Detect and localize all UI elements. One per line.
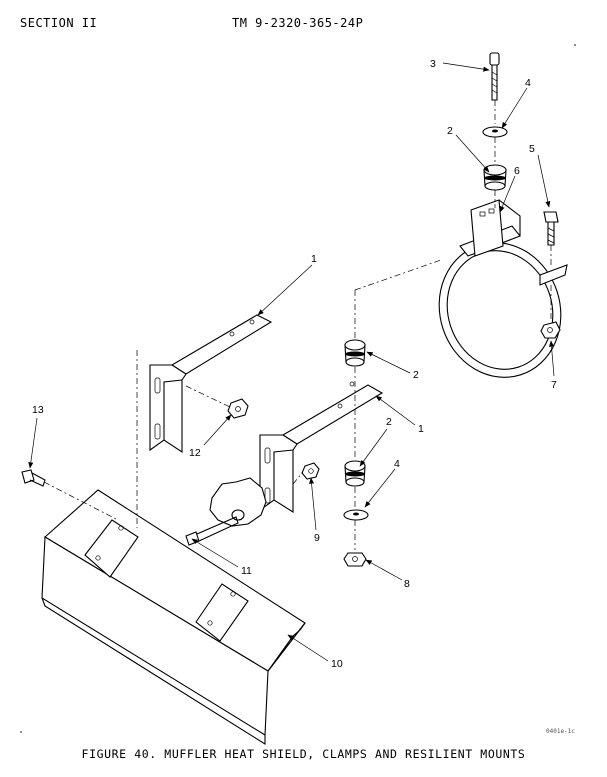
callout-7: 7 <box>551 379 557 391</box>
callout-11: 11 <box>241 565 252 577</box>
knob-11 <box>185 477 267 546</box>
bolt-3 <box>489 52 500 101</box>
alignment-lines <box>43 100 552 550</box>
section-label: SECTION II <box>20 16 98 30</box>
washer-4-top <box>482 126 508 138</box>
tm-number: TM 9-2320-365-24P <box>232 16 364 30</box>
figure-caption: FIGURE 40. MUFFLER HEAT SHIELD, CLAMPS A… <box>81 747 526 761</box>
resilient-mount-2-lower <box>344 460 366 487</box>
nut-8 <box>343 552 367 567</box>
callout-10: 10 <box>331 658 343 670</box>
callout-5: 5 <box>529 143 535 155</box>
resilient-mount-2-top <box>483 164 507 191</box>
resilient-mount-2-mid <box>344 339 366 367</box>
callout-2-lower: 2 <box>386 416 392 428</box>
image-code: 0401e-1c <box>546 728 575 735</box>
nut-9 <box>301 462 320 480</box>
callout-6: 6 <box>514 165 520 177</box>
muffler-clamp <box>438 199 568 378</box>
leader-lines <box>28 62 555 662</box>
callout-8: 8 <box>404 578 410 590</box>
nut-7 <box>540 321 561 339</box>
callout-13: 13 <box>32 404 44 416</box>
callout-9: 9 <box>314 532 320 544</box>
bolt-13 <box>21 469 46 487</box>
nut-12 <box>227 398 249 419</box>
heat-shield <box>41 489 306 745</box>
callout-2-mid: 2 <box>413 369 419 381</box>
callout-1-upper: 1 <box>311 253 317 265</box>
callout-3: 3 <box>430 58 436 70</box>
bolt-5 <box>543 211 559 246</box>
callout-12: 12 <box>189 447 201 459</box>
callout-1-lower: 1 <box>418 423 424 435</box>
callout-4-lower: 4 <box>394 458 400 470</box>
callout-2-top: 2 <box>447 125 453 137</box>
washer-4-lower <box>343 509 369 521</box>
callout-numbers: 3 4 2 6 5 7 1 2 1 12 13 2 4 9 11 8 10 <box>32 58 557 670</box>
callout-4-top: 4 <box>525 77 531 89</box>
lower-bracket <box>259 381 384 513</box>
upper-bracket <box>149 314 273 454</box>
